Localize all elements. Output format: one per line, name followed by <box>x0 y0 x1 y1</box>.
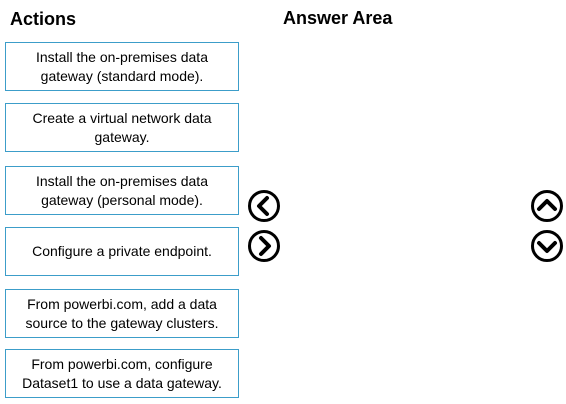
action-configure-private-endpoint[interactable]: Configure a private endpoint. <box>5 227 239 276</box>
action-add-data-source[interactable]: From powerbi.com, add a data source to t… <box>5 289 239 338</box>
chevron-right-circle-icon <box>248 230 280 262</box>
move-left-button[interactable] <box>247 189 281 223</box>
action-label: From powerbi.com, configure Dataset1 to … <box>22 355 222 391</box>
move-down-button[interactable] <box>530 229 564 263</box>
answer-area-heading: Answer Area <box>283 8 393 28</box>
action-install-gateway-personal[interactable]: Install the on-premises data gateway (pe… <box>5 166 239 215</box>
move-right-button[interactable] <box>247 229 281 263</box>
chevron-left-circle-icon <box>248 190 280 222</box>
action-install-gateway-standard[interactable]: Install the on-premises data gateway (st… <box>5 42 239 91</box>
action-configure-dataset[interactable]: From powerbi.com, configure Dataset1 to … <box>5 349 239 398</box>
action-create-vnet-gateway[interactable]: Create a virtual network data gateway. <box>5 103 239 152</box>
action-label: Install the on-premises data gateway (st… <box>36 48 208 84</box>
action-label: Install the on-premises data gateway (pe… <box>36 172 208 208</box>
actions-heading: Actions <box>10 9 77 29</box>
chevron-up-circle-icon <box>531 190 563 222</box>
move-up-button[interactable] <box>530 189 564 223</box>
chevron-down-circle-icon <box>531 230 563 262</box>
action-label: Create a virtual network data gateway. <box>32 109 212 145</box>
action-label: Configure a private endpoint. <box>32 243 212 259</box>
action-label: From powerbi.com, add a data source to t… <box>25 295 219 331</box>
